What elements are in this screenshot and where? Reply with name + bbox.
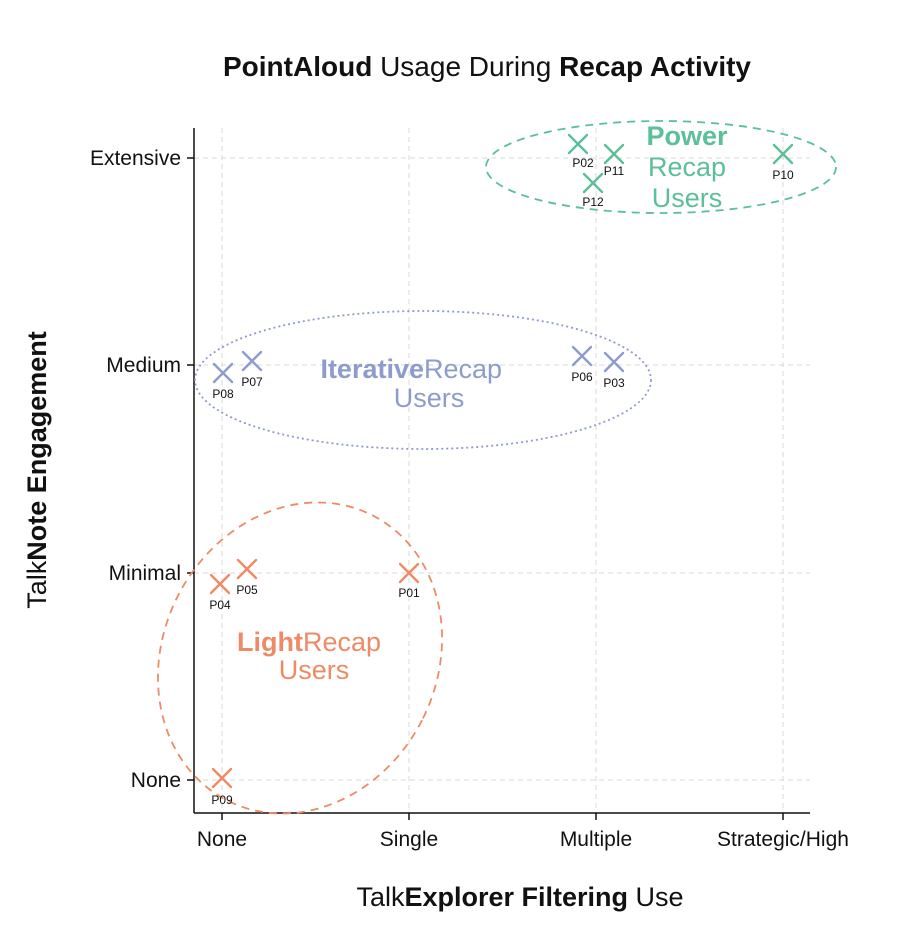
- data-point-label: P12: [582, 195, 604, 209]
- y-axis-title-part: Talk: [22, 560, 52, 609]
- data-point-label: P08: [212, 387, 234, 401]
- chart-title-part: Usage During: [372, 51, 559, 82]
- y-tick-label: None: [131, 769, 181, 792]
- data-point-marker: [209, 573, 231, 595]
- x-axis-title-part: Explorer Filtering: [404, 882, 628, 912]
- power-recap-users-ellipse: [485, 120, 837, 214]
- y-axis-title: TalkNote Engagement: [22, 331, 52, 609]
- data-point-marker: [603, 351, 625, 373]
- data-point-label: P07: [241, 375, 263, 389]
- data-point-label: P01: [398, 586, 420, 600]
- data-point-label: P10: [772, 168, 794, 182]
- chart-title-part: Recap Activity: [559, 51, 751, 82]
- data-point-label: P09: [211, 793, 233, 807]
- iterative-recap-users-label: Recap: [424, 354, 502, 384]
- light-recap-users-ellipse: [157, 501, 443, 815]
- x-axis-title: TalkExplorer Filtering Use: [356, 882, 683, 912]
- y-tick-label: Extensive: [90, 147, 181, 170]
- data-point-label: P04: [209, 598, 231, 612]
- chart-title-part: PointAloud: [223, 51, 372, 82]
- x-axis-title-part: Talk: [356, 882, 405, 912]
- x-tick-label: Multiple: [560, 828, 632, 851]
- iterative-recap-users-label: Iterative: [320, 354, 424, 384]
- data-point-label: P02: [572, 156, 594, 170]
- data-point-marker: [567, 133, 589, 155]
- x-tick-label: Strategic/High: [717, 828, 849, 851]
- data-point-label: P06: [571, 370, 593, 384]
- data-point-marker: [582, 172, 604, 194]
- data-point-marker: [211, 767, 233, 789]
- light-recap-users-label: Light: [237, 627, 303, 657]
- light-recap-users-label: Recap: [303, 627, 381, 657]
- x-tick-label: Single: [380, 828, 438, 851]
- data-point-label: P05: [236, 583, 258, 597]
- x-tick-label: None: [197, 828, 247, 851]
- y-tick-label: Medium: [106, 354, 181, 377]
- data-point-marker: [212, 362, 234, 384]
- data-point-marker: [772, 143, 794, 165]
- y-axis-title-part: Note Engagement: [22, 331, 52, 561]
- power-recap-users-label: Recap: [648, 152, 726, 182]
- chart-title: PointAloud Usage During Recap Activity: [223, 51, 751, 82]
- data-point-marker: [398, 562, 420, 584]
- data-point-marker: [603, 143, 625, 165]
- data-point-label: P03: [603, 376, 625, 390]
- iterative-recap-users-label: Users: [394, 383, 465, 413]
- light-recap-users-label: Users: [279, 655, 350, 685]
- x-axis-title-part: Use: [628, 882, 684, 912]
- data-point-label: P11: [604, 164, 625, 178]
- power-recap-users-label: Users: [652, 183, 723, 213]
- y-tick-label: Minimal: [109, 562, 181, 585]
- iterative-recap-users-ellipse: [194, 310, 652, 450]
- data-point-marker: [241, 350, 263, 372]
- data-point-marker: [571, 345, 593, 367]
- power-recap-users-label: Power: [646, 121, 728, 151]
- data-point-marker: [236, 558, 258, 580]
